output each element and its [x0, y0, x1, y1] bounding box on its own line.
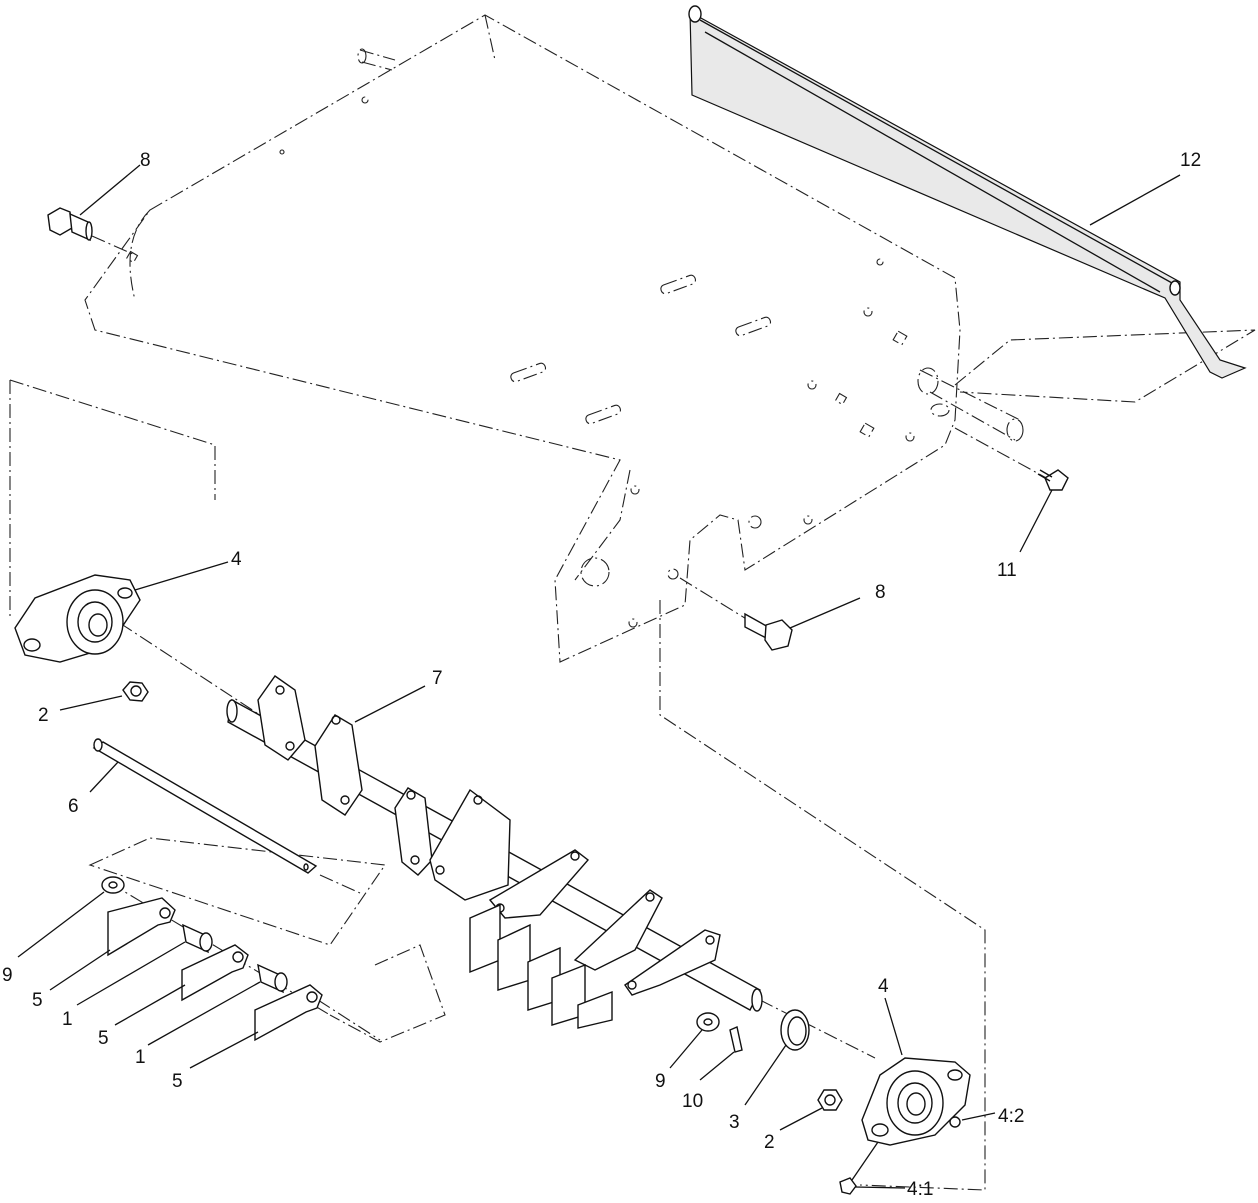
callout-4-left: 4 — [231, 549, 242, 570]
callout-9-left: 9 — [2, 965, 13, 986]
callout-1-first: 1 — [62, 1009, 73, 1030]
callout-12: 12 — [1180, 150, 1201, 171]
callout-labels: 8 12 11 8 4 2 7 6 9 5 1 5 1 5 9 10 3 2 4… — [2, 150, 1201, 1200]
spacer-2 — [257, 963, 288, 994]
nut-right — [817, 1089, 843, 1111]
tine-3 — [254, 984, 323, 1042]
bolt-right — [744, 612, 793, 651]
leader-lines — [17, 164, 1181, 1189]
flange-bearing-left — [14, 574, 141, 663]
housing-phantom — [84, 14, 1024, 663]
callout-8-right: 8 — [875, 582, 886, 603]
callout-9-right: 9 — [655, 1071, 666, 1092]
tine-2 — [181, 944, 249, 1002]
flange-bearing-right — [861, 1057, 971, 1146]
nut-left — [122, 681, 149, 702]
bolt-top-left — [47, 207, 93, 242]
assembly-boundaries — [9, 329, 1256, 1191]
callout-2-left: 2 — [38, 705, 49, 726]
callout-5-third: 5 — [172, 1071, 183, 1092]
callout-4-right: 4 — [878, 976, 889, 997]
cotter-pin — [729, 1026, 743, 1053]
callout-1-second: 1 — [135, 1047, 146, 1068]
callout-5-second: 5 — [98, 1028, 109, 1049]
callout-6: 6 — [68, 796, 79, 817]
grease-fitting-4-2 — [949, 1116, 961, 1128]
callout-4-2: 4:2 — [998, 1106, 1024, 1127]
callout-7: 7 — [432, 668, 443, 689]
washer-right — [696, 1012, 720, 1032]
seal-ring — [780, 1009, 810, 1051]
callout-2-right: 2 — [764, 1132, 775, 1153]
rod — [92, 738, 318, 874]
spacer-1 — [182, 923, 213, 954]
channel-shield — [688, 5, 1247, 379]
callout-11: 11 — [997, 560, 1017, 581]
callout-5-first: 5 — [32, 990, 43, 1011]
tine-1 — [107, 897, 176, 957]
callout-8-top: 8 — [140, 150, 151, 171]
callout-3: 3 — [729, 1112, 740, 1133]
callout-4-1: 4:1 — [907, 1179, 933, 1200]
reel-shaft-assembly — [226, 675, 763, 1029]
grease-fitting-4-1 — [839, 1177, 857, 1195]
callout-10: 10 — [682, 1091, 703, 1112]
washer-left — [101, 876, 125, 894]
screw — [1037, 469, 1069, 491]
